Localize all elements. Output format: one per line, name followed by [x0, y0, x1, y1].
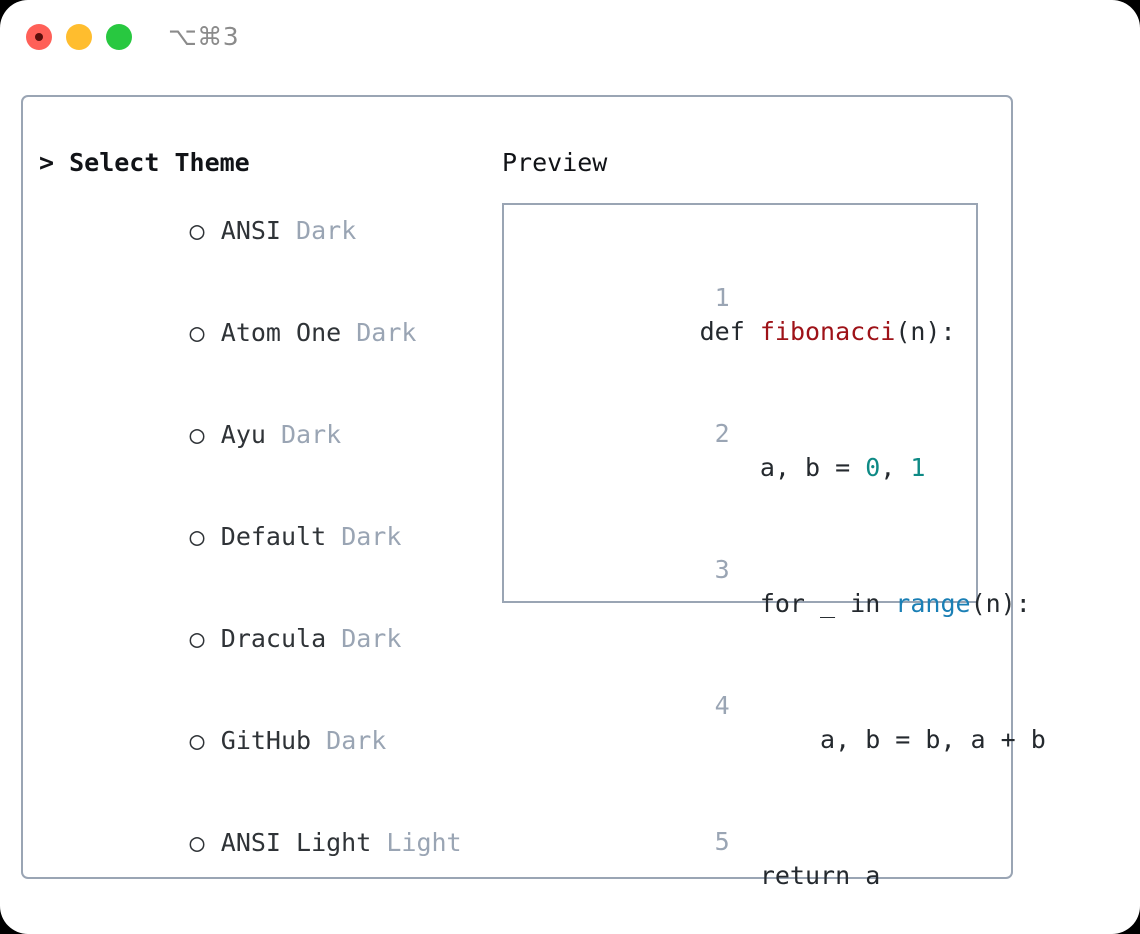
- code-token: (n):: [970, 589, 1031, 618]
- theme-variant: Dark: [341, 624, 402, 653]
- code-content: def fibonacci(n):: [700, 317, 956, 346]
- line-number: 4: [714, 691, 730, 720]
- radio-icon: ○: [189, 318, 205, 347]
- theme-option-ayu-light[interactable]: ○Ayu Light Light: [39, 894, 479, 934]
- theme-variant: Dark: [280, 420, 342, 449]
- theme-name: GitHub: [220, 726, 312, 755]
- line-number: 5: [714, 827, 730, 856]
- theme-option-default[interactable]: ○ Default Dark: [39, 486, 479, 588]
- code-token-number: 1: [910, 453, 926, 482]
- code-line: 4 a, b = b, a + b: [519, 655, 1046, 791]
- radio-icon: ○: [189, 420, 205, 449]
- code-line: 2 a, b = 0, 1: [519, 383, 970, 519]
- theme-name: Default: [220, 522, 327, 551]
- theme-option-dracula[interactable]: ○ Dracula Dark: [39, 588, 479, 690]
- theme-name: Dracula: [220, 624, 327, 653]
- select-theme-heading: > Select Theme: [39, 148, 250, 177]
- radio-icon: ○: [189, 216, 205, 245]
- code-content: a, b = b, a + b: [700, 725, 1046, 754]
- radio-icon: ○: [189, 828, 205, 857]
- code-content: for _ in range(n):: [700, 589, 1031, 618]
- titlebar: ⌥⌘3: [0, 0, 1140, 78]
- keyboard-shortcut-label: ⌥⌘3: [168, 22, 240, 51]
- theme-variant: Dark: [356, 318, 417, 347]
- line-number: 1: [714, 283, 730, 312]
- code-token: for _ in: [699, 589, 896, 618]
- code-line: 3 for _ in range(n):: [519, 519, 1031, 655]
- radio-icon: ○: [189, 624, 205, 653]
- window-controls: [26, 24, 132, 50]
- code-token: a, b =: [699, 453, 866, 482]
- theme-name: ANSI Light: [220, 828, 372, 857]
- code-token-function: fibonacci: [759, 317, 896, 346]
- theme-option-ansi-light[interactable]: ○ ANSI Light Light: [39, 792, 479, 894]
- line-number: 2: [714, 419, 730, 448]
- radio-icon: ○: [189, 522, 205, 551]
- preview-heading: Preview: [502, 148, 608, 177]
- code-token: a, b = b, a + b: [699, 725, 1046, 754]
- line-number: 3: [714, 555, 730, 584]
- theme-option-list: ○ ANSI Dark ○ Atom One Dark ○ Ayu Dark ○ Def…: [39, 180, 479, 934]
- theme-name: Ayu: [220, 420, 266, 449]
- code-token-number: 0: [865, 453, 881, 482]
- theme-name: Ayu Light: [221, 930, 356, 934]
- radio-icon: ○: [190, 928, 221, 934]
- code-line: 1 def fibonacci(n):: [519, 247, 970, 383]
- theme-variant: Light: [386, 828, 462, 857]
- code-token: ,: [880, 453, 911, 482]
- theme-option-github[interactable]: ○ GitHub Dark: [39, 690, 479, 792]
- theme-option-atom-one[interactable]: ○ Atom One Dark: [39, 282, 479, 384]
- main-panel: > Select Theme ○ ANSI Dark ○ Atom One Dark…: [21, 95, 1046, 934]
- theme-variant: Light: [371, 930, 446, 934]
- preview-column: Preview 1 def fibonacci(n): 2 a, b = 0, …: [502, 146, 1046, 890]
- code-token-builtin: range: [895, 589, 971, 618]
- maximize-button[interactable]: [106, 24, 132, 50]
- close-button[interactable]: [26, 24, 52, 50]
- radio-icon: ○: [189, 726, 205, 755]
- code-line: 5 return a: [519, 791, 970, 927]
- code-token: return a: [699, 861, 881, 890]
- theme-selection-column: > Select Theme ○ ANSI Dark ○ Atom One Dark…: [39, 146, 479, 934]
- theme-option-ayu[interactable]: ○ Ayu Dark: [39, 384, 479, 486]
- code-content: a, b = 0, 1: [700, 453, 926, 482]
- code-diff-spacer: [519, 927, 970, 934]
- theme-variant: Dark: [341, 522, 402, 551]
- theme-name: ANSI: [220, 216, 281, 245]
- code-token: (n):: [895, 317, 956, 346]
- code-sample: 1 def fibonacci(n): 2 a, b = 0, 1 3 for …: [519, 247, 1046, 934]
- theme-option-ansi[interactable]: ○ ANSI Dark: [39, 180, 479, 282]
- theme-name: Atom One: [220, 318, 342, 347]
- minimize-button[interactable]: [66, 24, 92, 50]
- theme-variant: Dark: [326, 726, 387, 755]
- preview-box: 1 def fibonacci(n): 2 a, b = 0, 1 3 for …: [502, 203, 1046, 890]
- code-token: def: [699, 317, 760, 346]
- code-content: return a: [699, 861, 881, 890]
- theme-variant: Dark: [296, 216, 357, 245]
